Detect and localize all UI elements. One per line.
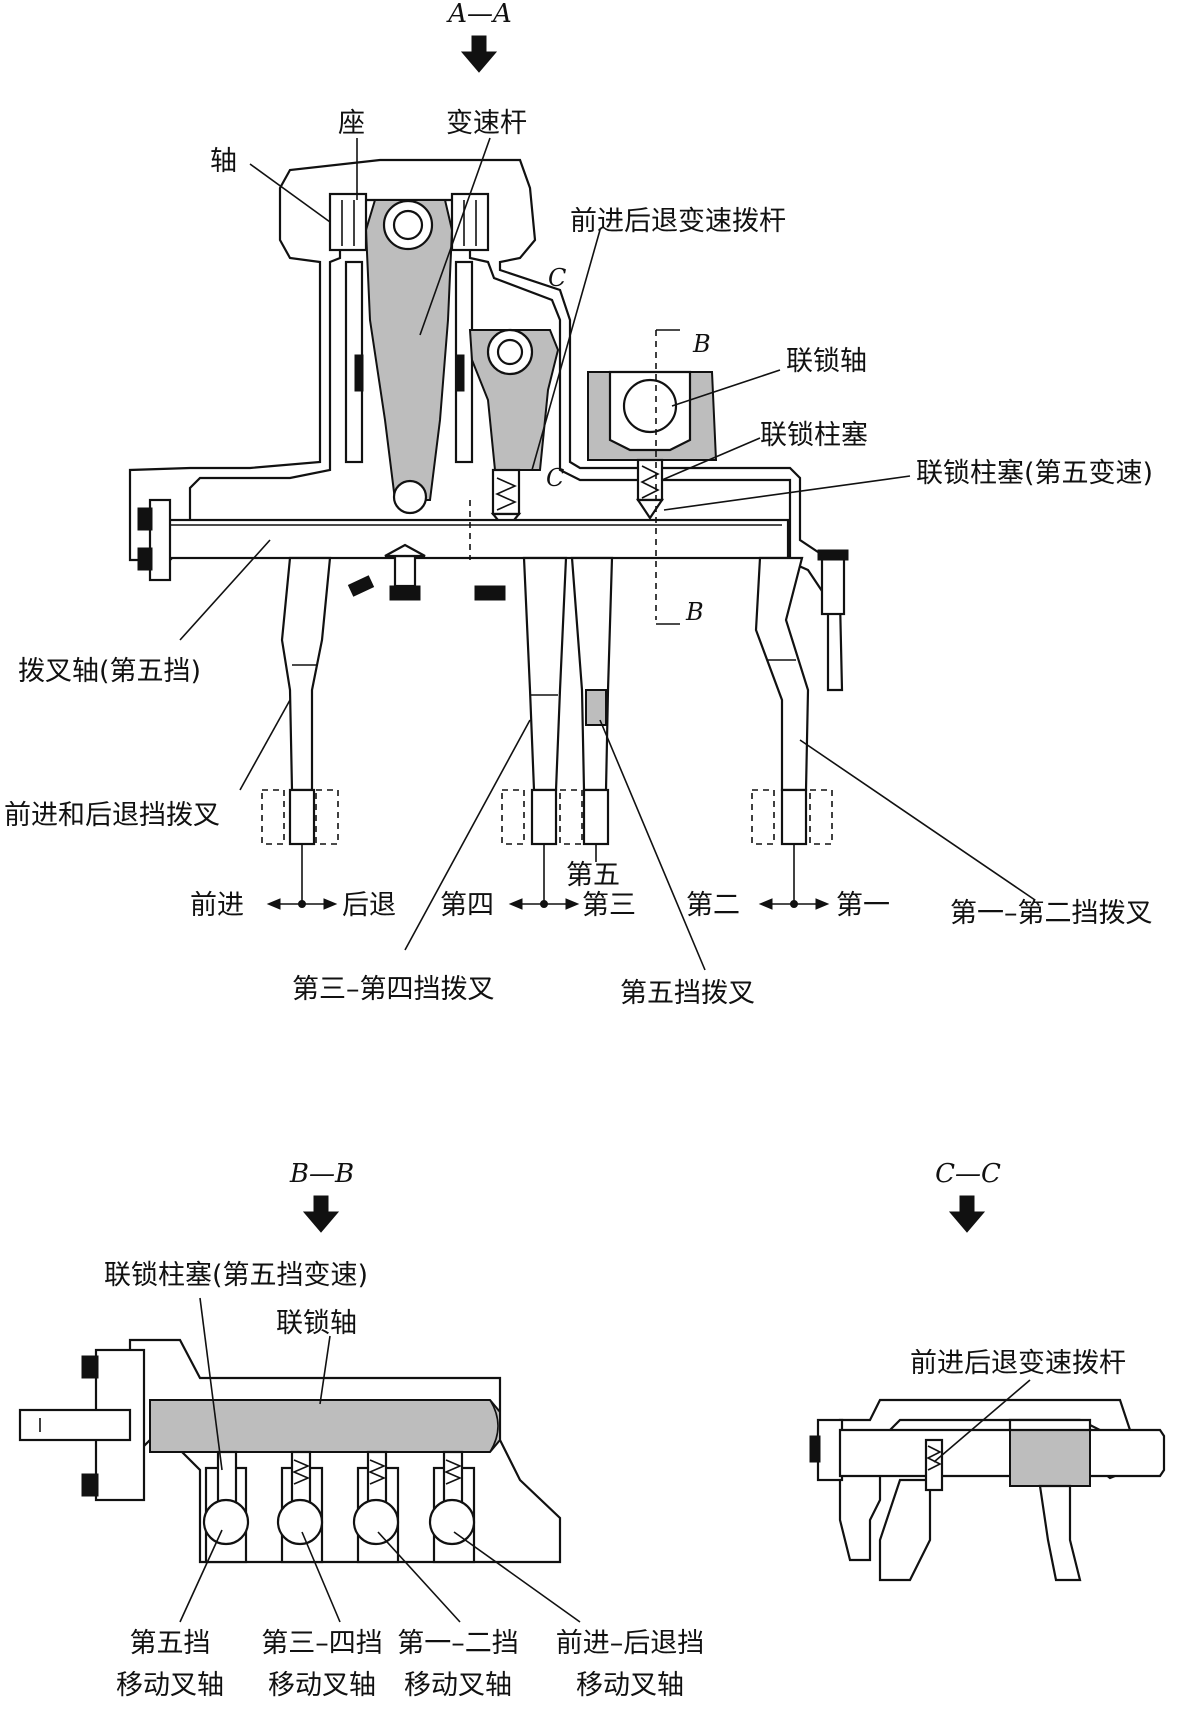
cut-letter-b-bottom: B [685,598,704,626]
label-rail-12-l1: 第一–二挡 [397,1628,519,1659]
shift-lever-body [364,199,454,501]
section-bb: B—B [18,1159,705,1701]
label-rail-12-l2: 移动叉轴 [404,1670,512,1701]
fork-rail-fifth [166,518,790,560]
cut-letter-b-top: B [692,330,711,358]
label-cc-fwd-rev-shift-lever: 前进后退变速拨杆 [910,1348,1126,1379]
label-rail-34-l2: 移动叉轴 [268,1670,376,1701]
label-bb-interlock-plunger-fifth: 联锁柱塞(第五挡变速) [104,1260,368,1291]
label-third: 第三 [582,890,636,921]
label-fork-1-2: 第一–第二挡拨叉 [950,898,1153,929]
direction-indicator-3-4 [508,844,580,910]
view-arrow-icon [460,35,498,73]
fork-3-4 [522,556,568,792]
section-aa-title: A—A [446,0,512,29]
view-arrow-icon [948,1195,986,1233]
label-reverse: 后退 [342,890,396,921]
cut-letter-c-top: C [548,264,566,292]
shift-lever-ball [392,479,428,515]
label-seat: 座 [338,108,365,139]
interlock-shaft-circle [622,378,678,434]
cut-letter-c-bottom: C [546,464,564,492]
label-second: 第二 [686,890,740,921]
label-shaft: 轴 [210,146,237,177]
view-arrow-icon [302,1195,340,1233]
section-aa: A—A [4,0,1153,1009]
direction-indicator-1-2 [758,844,830,910]
label-fork-shaft-fifth: 拨叉轴(第五挡) [18,656,201,687]
fork-1-2 [754,556,810,792]
label-fourth: 第四 [440,890,494,921]
rail-1-2 [352,1450,400,1564]
label-fork-3-4: 第三–第四挡拨叉 [292,974,495,1005]
fork-5 [570,556,614,792]
bb-shaft-end [18,1408,132,1442]
label-interlock-plunger-fifth: 联锁柱塞(第五变速) [916,458,1153,489]
label-rail-fr-l2: 移动叉轴 [576,1670,684,1701]
label-fwd-rev-fork: 前进和后退挡拨叉 [4,800,220,831]
label-rail-5-l2: 移动叉轴 [116,1670,224,1701]
direction-indicator-fwd-rev [266,844,338,910]
seat-block-right [450,192,490,252]
label-interlock-plunger: 联锁柱塞 [760,420,868,451]
label-fwd-rev-shift-lever: 前进后退变速拨杆 [570,206,786,237]
label-interlock-shaft: 联锁轴 [786,346,867,377]
section-cc: C—C 前进后退变速拨杆 [809,1159,1166,1582]
label-fork-5: 第五挡拨叉 [620,978,755,1009]
label-rail-5-l1: 第五挡 [130,1628,211,1659]
label-rail-34-l1: 第三–四挡 [261,1628,383,1659]
label-fifth: 第五 [566,860,620,891]
section-bb-title: B—B [289,1159,354,1189]
rail-fwd-rev [428,1450,476,1564]
fwd-rev-plunger [491,468,521,516]
bb-interlock-shaft [149,1399,501,1453]
label-rail-fr-l1: 前进–后退挡 [556,1628,705,1659]
section-cc-title: C—C [935,1159,1001,1189]
label-bb-interlock-shaft: 联锁轴 [276,1308,357,1339]
seat-block-left [328,192,368,252]
cc-shift-shaft [838,1428,1166,1478]
rail-fifth [202,1450,250,1564]
fwd-rev-fork [280,556,332,792]
label-forward: 前进 [190,890,244,921]
label-shift-lever: 变速杆 [446,108,527,139]
rail-3-4 [276,1450,324,1564]
label-first: 第一 [836,890,890,921]
